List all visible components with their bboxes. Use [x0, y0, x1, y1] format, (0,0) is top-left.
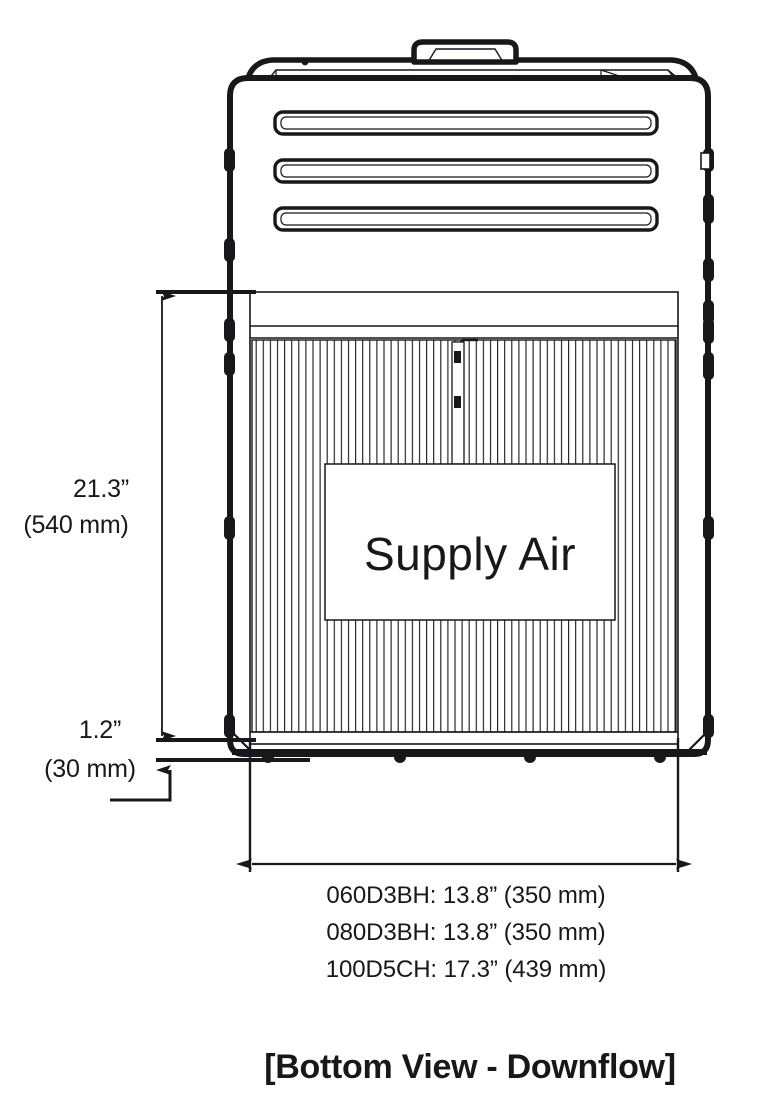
bracket-fastener: [454, 396, 461, 408]
louver-slot: [273, 206, 659, 232]
edge-tab: [703, 516, 714, 540]
height-dim-inches: 21.3”: [73, 475, 129, 503]
width-callout: 100D5CH: 17.3” (439 mm): [326, 956, 606, 983]
bracket-fastener: [454, 351, 461, 363]
label-box: [324, 463, 616, 621]
flange-dimension: 1.2” (30 mm): [44, 716, 310, 802]
width-callout-list: 060D3BH: 13.8” (350 mm) 080D3BH: 13.8” (…: [326, 882, 607, 983]
width-dimension: [236, 738, 692, 872]
mounting-nub: [394, 751, 406, 763]
width-callout: 060D3BH: 13.8” (350 mm): [326, 882, 605, 909]
flange-leader-line: [110, 765, 172, 802]
top-cap-stud: [301, 58, 309, 66]
edge-tab: [703, 258, 714, 282]
handle-inner-fold: [427, 48, 504, 63]
mounting-nub: [654, 751, 666, 763]
edge-tab: [224, 318, 235, 342]
supply-air-label: Supply Air: [364, 528, 576, 580]
cabinet-right-edge-tabs: [700, 148, 714, 738]
right-edge-port: [700, 152, 711, 170]
edge-tab: [224, 238, 235, 262]
flange-dim-mm: (30 mm): [44, 755, 136, 783]
carry-handle: [411, 39, 519, 65]
corner-chamfer-right: [686, 731, 708, 753]
flange-dim-inches: 1.2”: [79, 716, 121, 744]
height-dim-mm: (540 mm): [23, 511, 128, 539]
edge-tab: [224, 148, 235, 172]
edge-tab: [224, 516, 235, 540]
edge-tab: [703, 352, 714, 380]
louver-inner: [280, 212, 652, 226]
louver-slot: [273, 110, 659, 136]
edge-tab: [703, 300, 714, 324]
mounting-nub: [524, 751, 536, 763]
edge-tab: [703, 194, 714, 224]
edge-tab: [703, 318, 714, 344]
cabinet-left-edge-tabs: [224, 148, 235, 738]
louver-inner: [280, 116, 652, 130]
furnace-cabinet: Supply Air: [224, 39, 714, 763]
supply-air-label-box: Supply Air: [324, 463, 616, 621]
width-callout: 080D3BH: 13.8” (350 mm): [326, 919, 605, 946]
height-dimension: 21.3” (540 mm): [23, 290, 256, 742]
figure-caption: [Bottom View - Downflow]: [264, 1048, 675, 1086]
louver-slot: [273, 158, 659, 184]
edge-tab: [224, 352, 235, 376]
louver-inner: [280, 164, 652, 178]
handle-outline: [411, 39, 519, 65]
louver-slots: [273, 110, 659, 232]
